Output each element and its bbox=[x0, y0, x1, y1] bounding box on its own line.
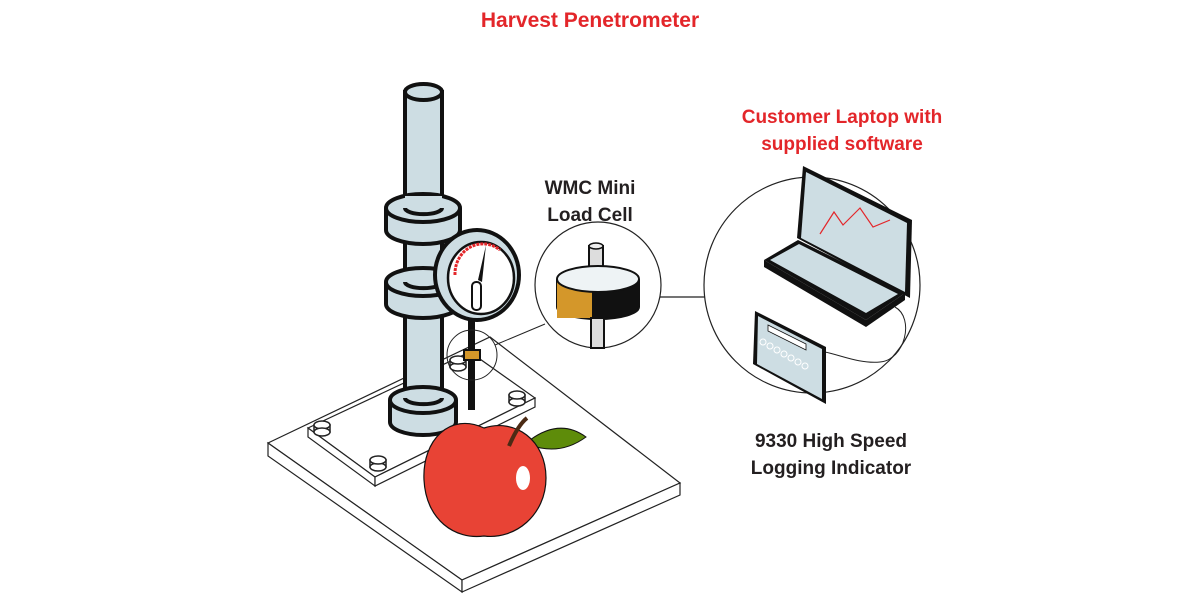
load-cell-label-line-1: WMC Mini bbox=[544, 178, 636, 199]
load-cell-label: WMC Mini Load Cell bbox=[545, 175, 636, 229]
diagram-title: Harvest Penetrometer bbox=[480, 9, 700, 32]
laptop-label-line-2: supplied software bbox=[761, 134, 923, 155]
indicator-label: 9330 High Speed Logging Indicator bbox=[751, 428, 911, 482]
apple bbox=[423, 416, 587, 538]
column bbox=[384, 82, 462, 437]
laptop-and-indicator bbox=[703, 166, 921, 404]
laptop-label-line-1: Customer Laptop with bbox=[741, 107, 943, 128]
load-cell-label-line-2: Load Cell bbox=[547, 205, 633, 226]
indicator-label-line-2: Logging Indicator bbox=[750, 458, 912, 479]
dial-gauge bbox=[433, 228, 521, 322]
bolts bbox=[313, 355, 526, 472]
load-cell-detail bbox=[534, 221, 705, 349]
laptop-label: Customer Laptop with supplied software bbox=[742, 104, 943, 158]
load-cell-callout bbox=[446, 323, 546, 381]
indicator-label-line-1: 9330 High Speed bbox=[754, 431, 908, 452]
